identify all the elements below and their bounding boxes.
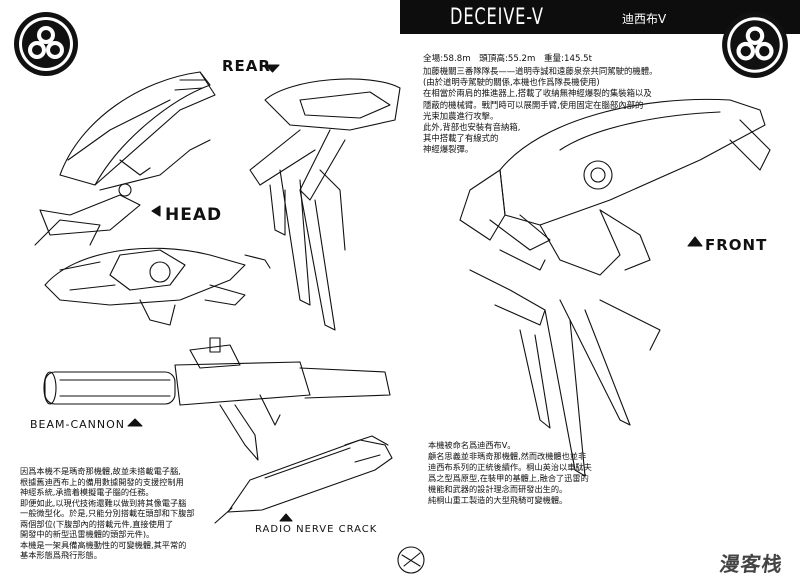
desc-line: 其中搭載了有線式的 [423,133,499,144]
desc-line: 一般微型化。於是,只能分別搭載在頭部和下腹部 [20,508,195,518]
desc-line: 在相當於兩肩的推進器上,搭載了收納無神經爆裂的集裝箱以及 [423,88,652,99]
head-label: HEAD [165,205,223,225]
desc-line: 兩個部位(下腹部內的搭載元件,直接使用了 [20,518,174,529]
page-doodle-icon [397,546,425,574]
desc-line: 開發中的新型迅雷機體的頭部元件)。 [20,529,155,539]
desc-line: 本機被命名爲迪西布V。 [428,440,516,450]
desc-line: 機能和武器的設計理念而研發出生的。 [428,484,568,494]
beam-cannon-drawing [43,337,391,461]
desc-line: 迪西布系列的正統後續作。桐山英治以車駄夫 [428,462,592,472]
rear-drawing [249,78,401,331]
desc-line: 因爲本機不是瑪奇那機體,故並未搭載電子腦, [20,466,181,476]
description-top: 加藤機關三番隊隊長——道明寺誠和遠藤泉奈共同駕駛的機體。 (由於道明寺駕駛的關係… [423,66,658,156]
desc-line: 光束加農進行攻擊。 [423,110,499,121]
radio-nerve-crack-drawing [214,435,393,524]
tri-circle-emblem-icon [722,12,788,78]
page-subtitle: 迪西布V [622,12,667,26]
tri-circle-emblem-icon [14,12,78,76]
front-view-drawing [459,98,771,477]
watermark: 漫客栈 [718,552,785,576]
desc-line: 此外,背部也安裝有音納箱, [423,122,521,133]
page-title: DECEIVE-V [450,5,544,30]
front-label: FRONT [705,236,768,254]
head-drawing [44,247,271,326]
desc-line: 加藤機關三番隊隊長——道明寺誠和遠藤泉奈共同駕駛的機體。 [423,66,658,76]
spec-line: 全場:58.8m 頭頂高:55.2m 重量:145.5t [423,54,593,64]
desc-line: 爲之型爲原型,在裝甲的基體上,融合了迅雷的 [428,473,589,483]
desc-line: 本機是一架具備高機動性的可變機體,其平常的 [20,539,187,550]
description-right: 本機被命名爲迪西布V。 顧名思義並非瑪奇那機體,然而改機體也並非 迪西布系列的正… [428,440,592,506]
title-bar: DECEIVE-V 迪西布V [400,0,800,34]
desc-line: 神經爆裂彈。 [423,144,474,155]
desc-line: 純桐山重工製造的大型飛騎可變機體。 [428,495,568,505]
rear-label: REAR [222,57,271,75]
desc-line: 隱蔽的機械臂。戰鬥時可以展開手臂,使用固定在腦部內部的 [423,99,644,110]
desc-line: 根據舊迪西布上的備用數據開發的支援控制用 [20,476,184,487]
beam-cannon-label: BEAM-CANNON [30,418,126,431]
desc-line: 神經系統,承擔着模擬電子腦的任務。 [20,487,154,497]
desc-line: (由於道明寺駕駛的關係,本機也作爲隊長機使用) [423,77,600,88]
desc-line: 即便如此,以現代技術還難以做到將其像電子腦 [20,497,187,508]
flight-form-drawing [34,71,216,246]
desc-line: 顧名思義並非瑪奇那機體,然而改機體也並非 [428,451,587,461]
radio-nerve-crack-label: RADIO NERVE CRACK [255,524,378,535]
description-left: 因爲本機不是瑪奇那機體,故並未搭載電子腦, 根據舊迪西布上的備用數據開發的支援控… [20,466,195,561]
desc-line: 基本形態爲飛行形態。 [20,550,102,560]
